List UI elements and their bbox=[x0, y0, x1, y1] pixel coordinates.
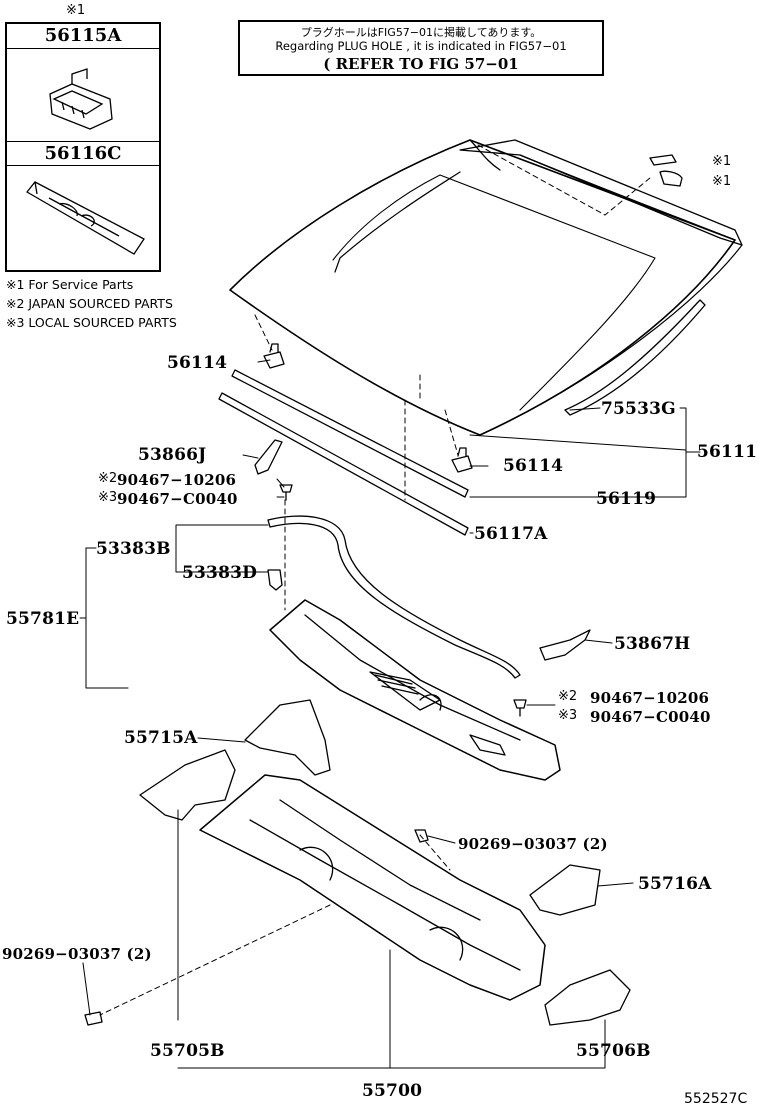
leader-lines bbox=[79, 359, 701, 1069]
legend-line-1: ※1 For Service Parts bbox=[6, 277, 134, 292]
bracket-53867h bbox=[539, 629, 591, 661]
label-53383b: 53383B bbox=[96, 539, 171, 559]
dashed-guides bbox=[99, 144, 651, 1016]
hose-53383b bbox=[267, 515, 521, 679]
label-90467-c0040-a: 90467−C0040 bbox=[117, 490, 238, 508]
label-56114-top: 56114 bbox=[167, 353, 228, 373]
mark-2-a: ※2 bbox=[98, 471, 118, 486]
inset-part-a-label: 56115A bbox=[44, 25, 122, 46]
inset-marker: ※1 bbox=[66, 3, 86, 18]
label-90269-a: 90269−03037 (2) bbox=[458, 835, 608, 853]
clip-56116c-icon bbox=[26, 181, 145, 255]
inset-part-b-label: 56116C bbox=[44, 143, 122, 164]
label-90467-10206-b: 90467−10206 bbox=[590, 689, 710, 707]
bracket-55716a bbox=[529, 864, 601, 916]
refer-line-3: ( REFER TO FIG 57−01 bbox=[323, 55, 519, 73]
figure-id: 552527C bbox=[684, 1091, 748, 1107]
legend-line-2: ※2 JAPAN SOURCED PARTS bbox=[6, 296, 173, 311]
label-55715a: 55715A bbox=[124, 728, 198, 748]
legend-line-3: ※3 LOCAL SOURCED PARTS bbox=[6, 315, 177, 330]
label-90269-b: 90269−03037 (2) bbox=[2, 945, 152, 963]
bracket-55706b bbox=[544, 969, 631, 1026]
label-53866j: 53866J bbox=[138, 445, 207, 465]
weatherstrip-upper bbox=[459, 139, 743, 246]
bolt-90269-a-shape bbox=[414, 829, 429, 843]
label-56111: 56111 bbox=[697, 442, 758, 462]
mark-3-b: ※3 bbox=[558, 708, 578, 723]
label-56119: 56119 bbox=[596, 489, 657, 509]
label-53867h: 53867H bbox=[614, 634, 691, 654]
label-90467-c0040-b: 90467−C0040 bbox=[590, 708, 711, 726]
mark-2-b: ※2 bbox=[558, 689, 578, 704]
label-55781e: 55781E bbox=[6, 609, 80, 629]
inset-box: 56115A 56116C bbox=[5, 22, 161, 272]
connector-53383d bbox=[267, 569, 283, 591]
bolt-90269-b-shape bbox=[84, 1011, 103, 1026]
label-55716a: 55716A bbox=[638, 874, 712, 894]
callout-service-mark-2: ※1 bbox=[712, 174, 732, 189]
mark-3-a: ※3 bbox=[98, 490, 118, 505]
label-55705b: 55705B bbox=[150, 1041, 225, 1061]
callout-service-mark-1: ※1 bbox=[712, 154, 732, 169]
clip-90467-b-shape bbox=[513, 699, 527, 717]
refer-box: プラグホールはFIG57−01に掲載してあります。 Regarding PLUG… bbox=[238, 20, 604, 76]
clip-56115a-icon bbox=[49, 68, 113, 130]
bracket-53866j bbox=[254, 439, 283, 475]
service-clips bbox=[649, 154, 683, 187]
molding-56119 bbox=[231, 369, 469, 498]
strip-75533g bbox=[564, 299, 706, 416]
label-90467-10206-a: 90467−10206 bbox=[117, 471, 237, 489]
label-55706b: 55706B bbox=[576, 1041, 651, 1061]
clip-56114-top-shape bbox=[263, 343, 285, 369]
dash-panel-55700 bbox=[199, 774, 546, 1001]
bracket-55715a bbox=[244, 699, 331, 776]
label-53383d: 53383D bbox=[182, 563, 258, 583]
label-56117a: 56117A bbox=[474, 524, 548, 544]
molding-56117a bbox=[218, 392, 469, 536]
clip-90467-a-shape bbox=[279, 484, 293, 501]
clip-56114-mid-shape bbox=[451, 447, 473, 473]
refer-line-2: Regarding PLUG HOLE , it is indicated in… bbox=[275, 39, 567, 53]
refer-line-1: プラグホールはFIG57−01に掲載してあります。 bbox=[300, 26, 542, 39]
label-56114-mid: 56114 bbox=[503, 456, 564, 476]
label-55700: 55700 bbox=[362, 1081, 423, 1101]
label-75533g: 75533G bbox=[601, 399, 676, 419]
bracket-55705b bbox=[139, 749, 236, 821]
cowl-panel-55781e bbox=[269, 599, 561, 781]
windshield-glass bbox=[229, 139, 743, 436]
